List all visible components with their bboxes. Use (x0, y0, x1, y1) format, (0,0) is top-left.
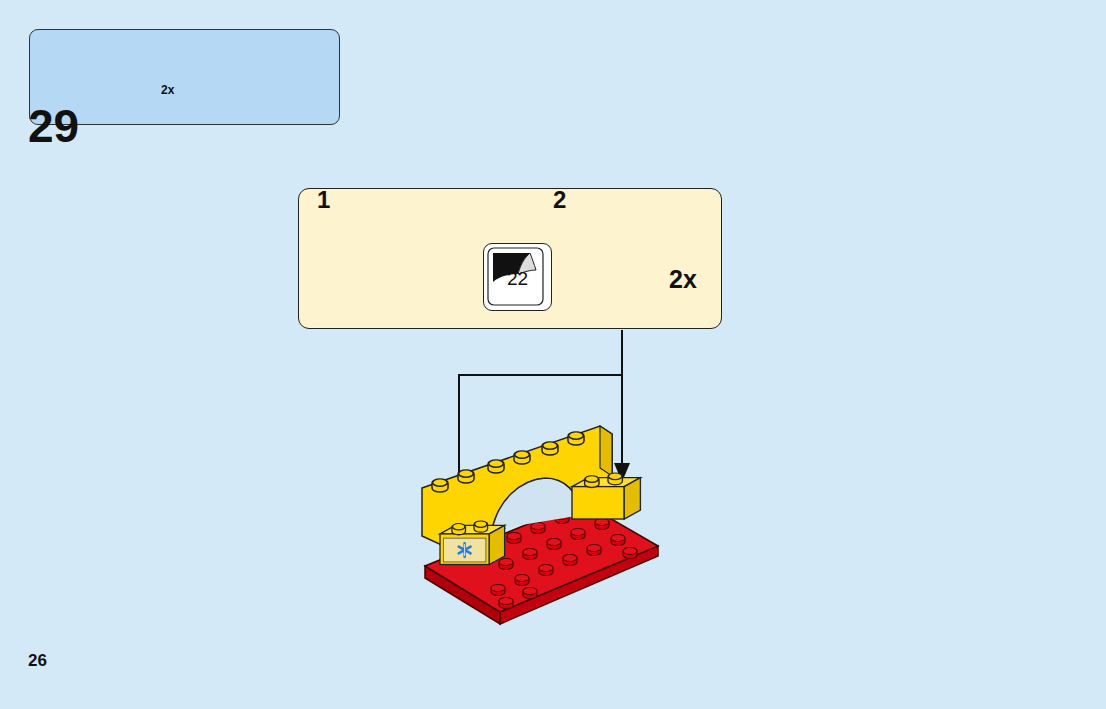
callout-box: 1 2 2x 22 (298, 188, 722, 329)
page-number: 26 (28, 652, 47, 669)
substep-number: 2 (553, 188, 566, 212)
quantity-label: 2x (669, 267, 697, 292)
quantity-label: 2x (161, 84, 174, 96)
step-number: 29 (28, 103, 79, 149)
sticker-number: 22 (484, 269, 551, 288)
substep-number: 1 (317, 188, 330, 212)
sticker-box: 22 (483, 243, 552, 311)
